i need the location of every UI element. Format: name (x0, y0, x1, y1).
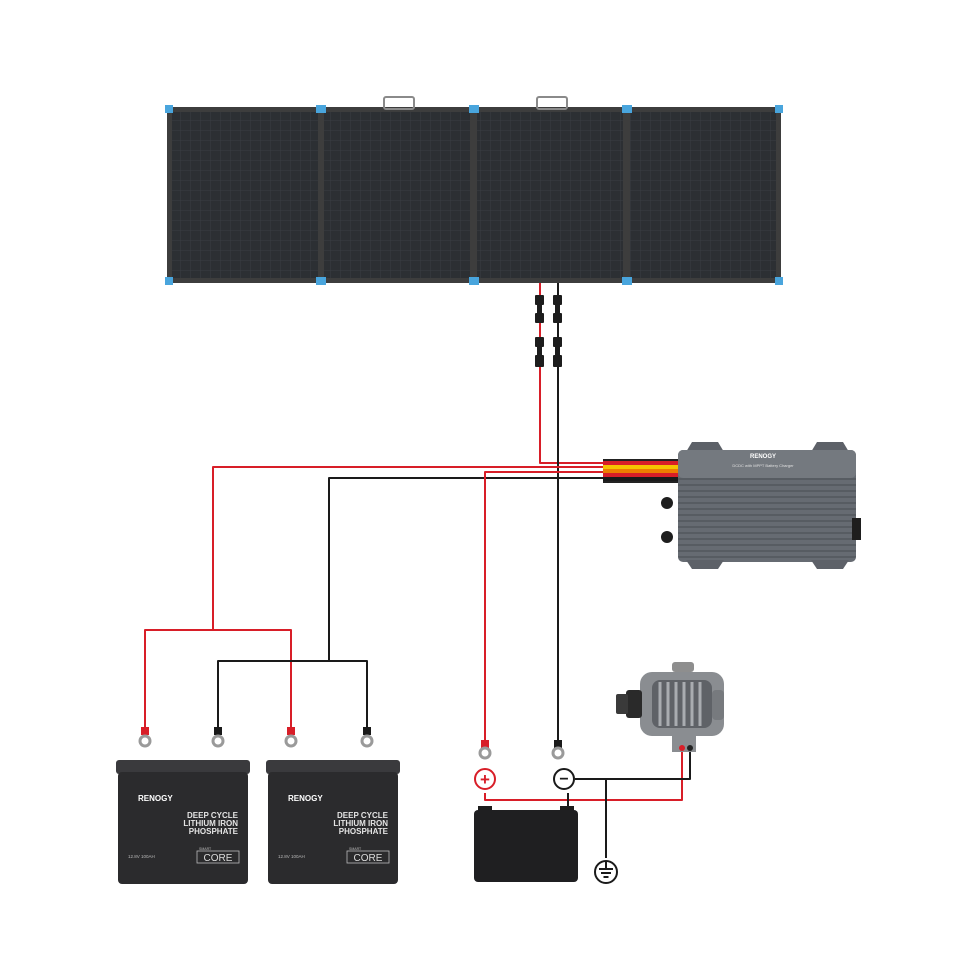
battery-series: CORE (204, 853, 233, 864)
ring-terminal-icon (551, 740, 565, 760)
panel-section-3 (477, 112, 623, 278)
battery-positive-wire (144, 466, 605, 733)
battery-series-box (196, 850, 240, 864)
solar-panel (165, 96, 783, 285)
battery-body (268, 772, 398, 884)
charger-brand: RENOGY (750, 454, 776, 460)
battery-series: CORE (354, 853, 383, 864)
battery-lid (116, 760, 250, 774)
charger-wire-bundle (603, 459, 683, 483)
starter-positive-marker: + (474, 768, 496, 790)
battery-line3: PHOSPHATE (339, 827, 389, 836)
ring-terminal-icon (138, 727, 152, 748)
starter-negative-marker: − (553, 768, 575, 790)
battery-spec: 12.8V 100AH (278, 854, 305, 859)
charger-mount-top (686, 442, 724, 452)
starter-terminal-post-left (478, 806, 492, 812)
panel-corner-caps (165, 105, 783, 285)
ring-terminals (138, 727, 565, 760)
starter-battery-body (474, 810, 578, 882)
battery-spec: 12.8V 100AH (128, 854, 155, 859)
starter-positive-wire (484, 471, 605, 745)
battery-negative-wire (217, 477, 605, 733)
battery-brand: RENOGY (288, 794, 323, 803)
dcdc-charger: RENOGY DCDC with MPPT Battery Charger (661, 442, 861, 569)
battery-series-small: SMART (199, 847, 212, 851)
ring-terminal-icon (211, 727, 225, 748)
lithium-battery-2: RENOGY DEEP CYCLE LITHIUM IRON PHOSPHATE… (266, 760, 400, 884)
battery-line3: PHOSPHATE (189, 827, 239, 836)
battery-brand: RENOGY (138, 794, 173, 803)
lithium-battery-1: RENOGY DEEP CYCLE LITHIUM IRON PHOSPHATE… (116, 760, 250, 884)
charger-mount-bottom-right (811, 560, 849, 569)
starter-battery (474, 806, 578, 882)
ring-terminal-icon (284, 727, 298, 748)
battery-line1: DEEP CYCLE (337, 811, 389, 820)
charger-port-2 (661, 531, 673, 543)
charger-port-1 (661, 497, 673, 509)
charger-model: DCDC with MPPT Battery Charger (732, 463, 794, 468)
battery-series-box (346, 850, 390, 864)
panel-section-2 (324, 112, 470, 278)
charger-top-panel (678, 450, 856, 478)
starter-negative-link (575, 751, 691, 780)
mc4-connector-icon (535, 295, 562, 367)
battery-line2: LITHIUM IRON (333, 819, 388, 828)
panel-section-4 (630, 112, 776, 278)
ring-terminal-icon (478, 740, 492, 760)
panel-handle-right (536, 96, 568, 110)
alternator-icon (616, 662, 724, 752)
battery-body (118, 772, 248, 884)
starter-battery-positive-link (484, 751, 683, 801)
charger-mount-bottom (686, 560, 724, 569)
battery-lid (266, 760, 400, 774)
negative-label: − (559, 771, 568, 788)
starter-terminal-post-right (560, 806, 574, 812)
positive-label: + (480, 770, 490, 789)
pv-positive-wire (539, 283, 605, 464)
ground-symbol-icon (594, 860, 618, 884)
panel-section-1 (172, 112, 318, 278)
panel-handle-left (383, 96, 415, 110)
charger-side-tab (852, 518, 861, 540)
battery-series-small: SMART (349, 847, 362, 851)
charger-mount-top-right (811, 442, 849, 452)
battery-line1: DEEP CYCLE (187, 811, 239, 820)
ring-terminal-icon (360, 727, 374, 748)
mc4-connectors (535, 295, 562, 367)
battery-line2: LITHIUM IRON (183, 819, 238, 828)
